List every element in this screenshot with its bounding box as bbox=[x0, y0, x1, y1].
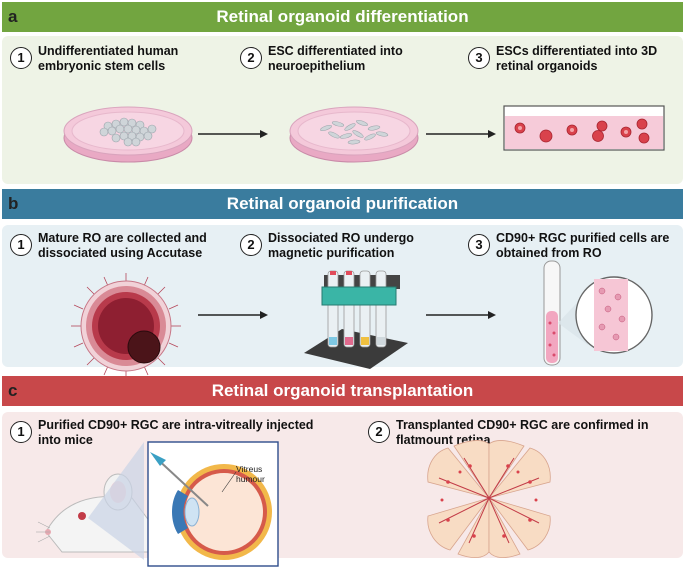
section-a-header: Retinal organoid differentiation bbox=[2, 2, 683, 32]
petri-dish-stem-cells bbox=[63, 106, 193, 163]
flatmount-retina bbox=[427, 440, 551, 558]
zoom-cone bbox=[88, 442, 144, 560]
section-c-title: Retinal organoid transplantation bbox=[211, 381, 474, 400]
culture-flask-organoids bbox=[503, 105, 665, 151]
vitreus-humour-label: Vitreus humour bbox=[236, 464, 265, 484]
section-a-letter: a bbox=[8, 7, 18, 26]
eye-cross-section bbox=[147, 441, 279, 567]
step-b2-number: 2 bbox=[240, 234, 262, 256]
step-a1-text: Undifferentiated human embryonic stem ce… bbox=[38, 44, 179, 73]
step-b1-number: 1 bbox=[10, 234, 32, 256]
step-a3-number: 3 bbox=[468, 47, 490, 69]
arrow-a1 bbox=[198, 130, 268, 138]
section-a-title: Retinal organoid differentiation bbox=[216, 7, 469, 26]
step-a3-text: ESCs differentiated into 3D retinal orga… bbox=[496, 44, 658, 73]
retinal-organoid-sphere bbox=[71, 273, 181, 379]
arrow-b1 bbox=[198, 311, 268, 319]
step-b2-text: Dissociated RO undergo magnetic purifica… bbox=[268, 231, 414, 260]
petri-dish-neuroepithelium bbox=[289, 106, 419, 163]
section-c-letter: c bbox=[8, 381, 18, 400]
step-a2-text: ESC differentiated into neuroepithelium bbox=[268, 44, 403, 73]
section-b-title: Retinal organoid purification bbox=[226, 194, 459, 213]
section-c-header: Retinal organoid transplantation bbox=[2, 376, 683, 406]
step-b3-number: 3 bbox=[468, 234, 490, 256]
step-c1-number: 1 bbox=[10, 421, 32, 443]
magnetic-rack bbox=[304, 270, 408, 369]
step-b1-text: Mature RO are collected and dissociated … bbox=[38, 231, 207, 260]
section-b-header: Retinal organoid purification bbox=[2, 189, 683, 219]
step-c1-text: Purified CD90+ RGC are intra-vitreally i… bbox=[38, 418, 314, 447]
tube-with-purified-cells bbox=[543, 260, 653, 366]
arrow-a2 bbox=[426, 130, 496, 138]
step-a2-number: 2 bbox=[240, 47, 262, 69]
arrow-b2 bbox=[426, 311, 496, 319]
section-b-letter: b bbox=[8, 194, 19, 213]
step-b3-text: CD90+ RGC purified cells are obtained fr… bbox=[496, 231, 670, 260]
step-c2-number: 2 bbox=[368, 421, 390, 443]
step-a1-number: 1 bbox=[10, 47, 32, 69]
